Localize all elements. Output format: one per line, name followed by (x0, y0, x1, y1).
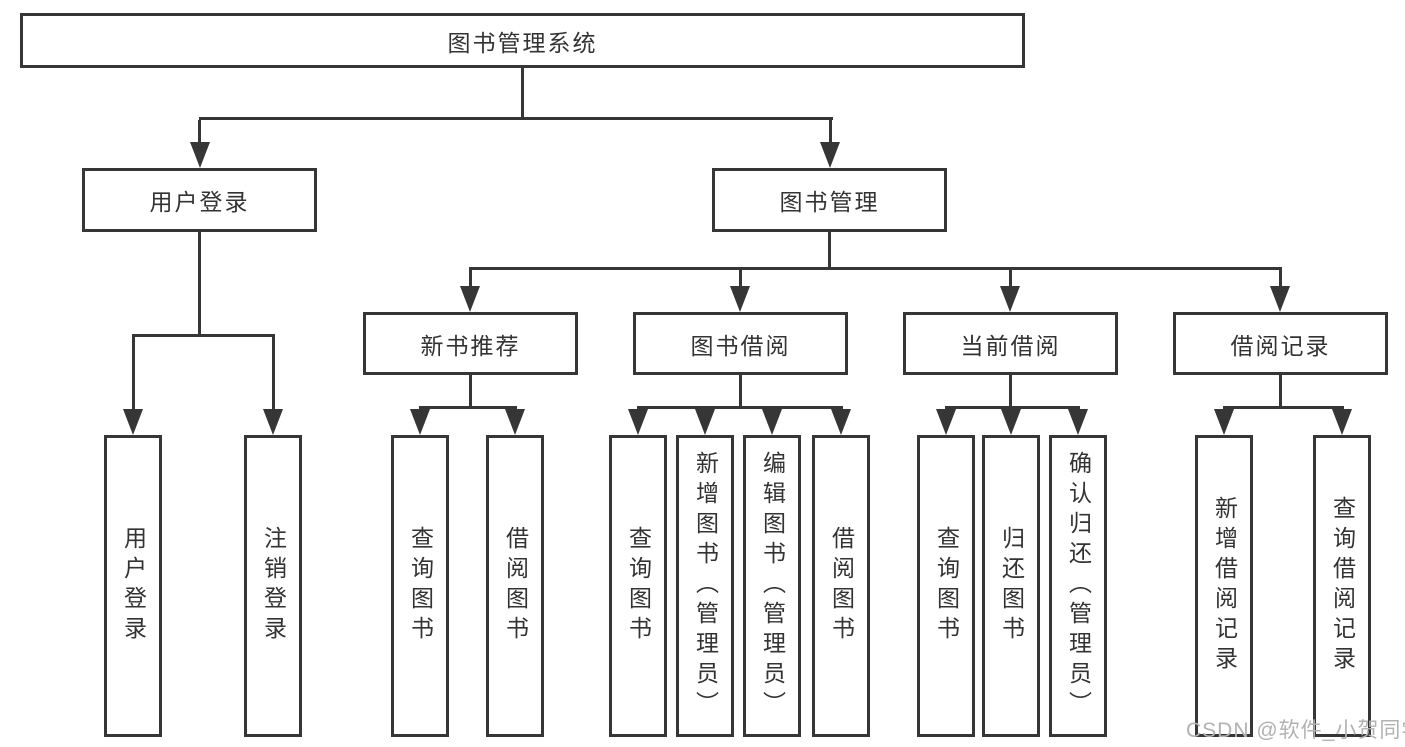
node-current-borrow: 当前借阅 (903, 312, 1118, 375)
arrow-down-icon (505, 409, 525, 435)
connector-line (1223, 406, 1344, 409)
connector-line (739, 375, 742, 408)
arrow-down-icon (1332, 409, 1352, 435)
connector-line (739, 270, 742, 288)
node-label: 归还图书 (998, 526, 1025, 646)
connector-line (469, 270, 472, 288)
csdn-watermark: CSDN @软件_小贺同学 (1186, 719, 1405, 742)
node-user-login: 用户登录 (82, 168, 317, 232)
node-label: 查询借阅记录 (1329, 496, 1356, 676)
node-root-library-system: 图书管理系统 (20, 13, 1025, 68)
leaf-return-books: 归还图书 (982, 435, 1040, 737)
node-label: 注销登录 (260, 526, 287, 646)
node-label: 查询图书 (407, 526, 434, 646)
connector-line (132, 337, 135, 411)
connector-line (469, 375, 472, 408)
node-label: 编辑图书（管理员） (759, 451, 786, 721)
node-book-borrow: 图书借阅 (633, 312, 848, 375)
node-label: 图书借阅 (690, 332, 791, 359)
node-label: 确认归还（管理员） (1065, 451, 1092, 721)
arrow-down-icon (123, 409, 143, 435)
node-borrow-records: 借阅记录 (1173, 312, 1388, 375)
leaf-logout: 注销登录 (244, 435, 302, 737)
arrow-down-icon (762, 409, 782, 435)
connector-line (199, 117, 833, 120)
connector-line (198, 120, 201, 146)
node-label: 新书推荐 (420, 332, 521, 359)
connector-line (829, 120, 832, 146)
arrow-down-icon (936, 409, 956, 435)
connector-line (1279, 270, 1282, 288)
arrow-down-icon (460, 286, 480, 312)
leaf-user-login: 用户登录 (104, 435, 162, 737)
node-book-management: 图书管理 (712, 168, 947, 232)
leaf-edit-books-admin: 编辑图书（管理员） (743, 435, 801, 737)
connector-line (469, 267, 1282, 270)
arrow-down-icon (263, 409, 283, 435)
node-new-book-recommend: 新书推荐 (363, 312, 578, 375)
leaf-query-books-new: 查询图书 (391, 435, 449, 737)
connector-line (419, 406, 517, 409)
leaf-query-books-current: 查询图书 (917, 435, 975, 737)
arrow-down-icon (730, 286, 750, 312)
arrow-down-icon (1270, 286, 1290, 312)
arrow-down-icon (1214, 409, 1234, 435)
leaf-confirm-return-admin: 确认归还（管理员） (1049, 435, 1107, 737)
arrow-down-icon (1000, 286, 1020, 312)
leaf-add-borrow-record: 新增借阅记录 (1195, 435, 1253, 737)
node-label: 图书管理系统 (447, 29, 598, 56)
arrow-down-icon (628, 409, 648, 435)
connector-line (1009, 270, 1012, 288)
node-label: 借阅图书 (828, 526, 855, 646)
connector-line (828, 232, 831, 270)
leaf-query-borrow-record: 查询借阅记录 (1313, 435, 1371, 737)
arrow-down-icon (820, 142, 840, 168)
node-label: 查询图书 (933, 526, 960, 646)
connector-line (945, 406, 1080, 409)
arrow-down-icon (831, 409, 851, 435)
node-label: 借阅记录 (1230, 332, 1331, 359)
arrow-down-icon (695, 409, 715, 435)
node-label: 新增图书（管理员） (692, 451, 719, 721)
arrow-down-icon (1001, 409, 1021, 435)
leaf-add-books-admin: 新增图书（管理员） (676, 435, 734, 737)
leaf-borrow-books-new: 借阅图书 (486, 435, 544, 737)
node-label: 用户登录 (120, 526, 147, 646)
arrow-down-icon (410, 409, 430, 435)
node-label: 查询图书 (625, 526, 652, 646)
node-label: 借阅图书 (502, 526, 529, 646)
connector-line (198, 232, 201, 337)
leaf-query-books-borrow: 查询图书 (609, 435, 667, 737)
connector-line (132, 334, 275, 337)
node-label: 图书管理 (779, 189, 880, 215)
connector-line (521, 66, 524, 120)
node-label: 用户登录 (149, 189, 250, 215)
arrow-down-icon (190, 142, 210, 168)
connector-line (637, 406, 843, 409)
node-label: 当前借阅 (960, 332, 1061, 359)
connector-line (1009, 375, 1012, 408)
node-label: 新增借阅记录 (1211, 496, 1238, 676)
connector-line (1279, 375, 1282, 408)
connector-line (272, 337, 275, 411)
leaf-borrow-books: 借阅图书 (812, 435, 870, 737)
arrow-down-icon (1068, 409, 1088, 435)
